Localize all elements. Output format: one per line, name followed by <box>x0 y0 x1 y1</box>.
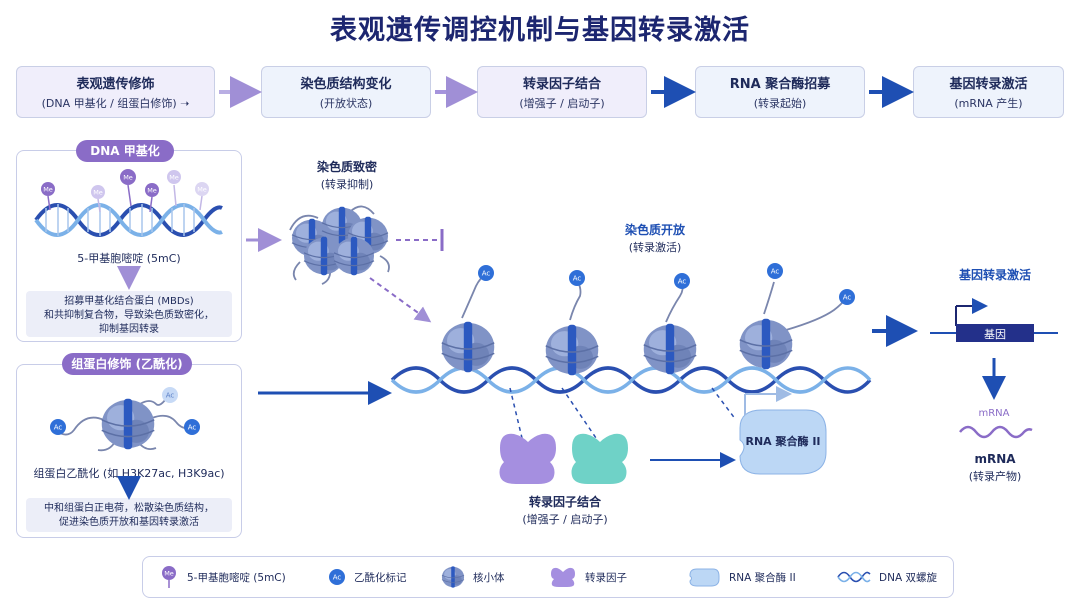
legend-label: DNA 双螺旋 <box>879 571 937 584</box>
dna-helix-icon <box>837 571 871 583</box>
me-icon: Me <box>162 566 176 588</box>
svg-text:Me: Me <box>197 186 207 194</box>
svg-text:Me: Me <box>123 174 133 182</box>
flow-step-subtitle: (mRNA 产生) <box>954 97 1023 110</box>
flow-step-title: 表观遗传修饰 <box>76 77 155 92</box>
mrna-squiggle-label: mRNA <box>978 408 1010 419</box>
open-chromatin-dna <box>390 366 872 394</box>
tf-connectors <box>509 387 737 439</box>
histone-note: 中和组蛋白正电荷，松散染色质结构， 促进染色质开放和基因转录激活 <box>26 498 232 532</box>
ac-marks-open: Ac Ac Ac Ac Ac <box>478 263 855 305</box>
gene-locus <box>930 298 1058 342</box>
flow-step-title: RNA 聚合酶招募 <box>729 77 831 92</box>
condensed-chromatin <box>289 205 390 285</box>
condensed-to-open-arrow <box>369 277 432 323</box>
rna-polymerase-ii <box>739 409 827 475</box>
acetylated-nucleosome <box>57 395 193 452</box>
svg-text:Me: Me <box>93 189 103 197</box>
repression-symbol <box>396 229 444 251</box>
flow-step-title: 转录因子结合 <box>522 77 601 92</box>
note-line: 促进染色质开放和基因转录激活 <box>59 517 199 528</box>
svg-text:Me: Me <box>169 174 179 182</box>
svg-text:Ac: Ac <box>573 275 582 283</box>
legend-item-dna: DNA 双螺旋 <box>837 557 937 597</box>
tf-binding-title: 转录因子结合 <box>528 495 601 509</box>
flow-step-subtitle: (转录起始) <box>753 97 807 110</box>
nucleosome-icon <box>441 566 465 588</box>
legend: Me 5-甲基胞嘧啶 (5mC) Ac 乙酰化标记 核小体 转录因子 RNA 聚… <box>142 556 954 598</box>
legend-label: RNA 聚合酶 II <box>729 571 796 584</box>
flow-step-chromatin-change: 染色质结构变化 (开放状态) <box>261 66 431 118</box>
note-line: 和共抑制复合物，导致染色质致密化， <box>44 310 214 321</box>
svg-text:Me: Me <box>164 570 174 578</box>
svg-text:Ac: Ac <box>333 574 342 582</box>
mrna-subtitle: (转录产物) <box>968 470 1022 483</box>
note-line: 招募甲基化结合蛋白 (MBDs) <box>64 296 194 307</box>
note-line: 中和组蛋白正电荷，松散染色质结构， <box>44 503 214 514</box>
svg-text:Me: Me <box>43 186 53 194</box>
methylation-caption: 5-甲基胞嘧啶 (5mC) <box>77 252 181 265</box>
legend-label: 乙酰化标记 <box>354 571 407 584</box>
flow-step-epigenetic-modification: 表观遗传修饰 (DNA 甲基化 / 组蛋白修饰) ➝ <box>16 66 215 118</box>
gene-activation-title: 基因转录激活 <box>958 268 1031 282</box>
legend-label: 转录因子 <box>585 571 627 584</box>
flow-step-subtitle: (增强子 / 启动子) <box>519 97 605 110</box>
ac-marks-left: Ac Ac Ac <box>50 387 200 435</box>
flow-step-title: 染色质结构变化 <box>300 77 392 92</box>
open-nucleosomes <box>440 273 847 376</box>
methylated-dna-helix <box>34 203 223 237</box>
transcription-factor-icon <box>551 567 575 587</box>
transcription-factor-purple <box>499 433 556 484</box>
gene-label: 基因 <box>984 328 1006 341</box>
legend-item-nucleosome: 核小体 <box>441 557 505 597</box>
flow-step-subtitle: (DNA 甲基化 / 组蛋白修饰) ➝ <box>41 97 190 110</box>
legend-item-polymerase: RNA 聚合酶 II <box>687 557 796 597</box>
svg-text:Ac: Ac <box>166 392 175 400</box>
open-subtitle: (转录激活) <box>628 241 682 254</box>
rna-polymerase-label: RNA 聚合酶 II <box>745 435 821 448</box>
legend-item-ac: Ac 乙酰化标记 <box>328 557 407 597</box>
legend-label: 核小体 <box>473 571 505 584</box>
legend-label: 5-甲基胞嘧啶 (5mC) <box>187 571 286 584</box>
page-title: 表观遗传调控机制与基因转录激活 <box>330 15 750 46</box>
ac-icon: Ac <box>329 569 345 585</box>
flow-step-title: 基因转录激活 <box>949 77 1028 92</box>
histone-caption: 组蛋白乙酰化 (如 H3K27ac, H3K9ac) <box>33 467 225 480</box>
svg-text:Me: Me <box>147 187 157 195</box>
mrna-title: mRNA <box>974 452 1016 466</box>
legend-item-tf: 转录因子 <box>549 557 627 597</box>
svg-text:Ac: Ac <box>188 424 197 432</box>
flow-step-tf-binding: 转录因子结合 (增强子 / 启动子) <box>477 66 647 118</box>
svg-text:Ac: Ac <box>771 268 780 276</box>
transcription-factor-teal <box>571 433 628 484</box>
condensed-subtitle: (转录抑制) <box>320 178 374 191</box>
legend-item-me: Me 5-甲基胞嘧啶 (5mC) <box>159 557 286 597</box>
methylation-note: 招募甲基化结合蛋白 (MBDs) 和共抑制复合物，导致染色质致密化， 抑制基因转… <box>26 291 232 337</box>
note-line: 抑制基因转录 <box>99 324 159 335</box>
flow-step-subtitle: (开放状态) <box>319 97 373 110</box>
condensed-title: 染色质致密 <box>316 160 377 174</box>
me-marks: Me Me Me Me Me Me <box>41 169 209 213</box>
rna-polymerase-icon <box>689 568 720 587</box>
histone-pill: 组蛋白修饰 (乙酰化) <box>62 353 192 375</box>
svg-text:Ac: Ac <box>482 270 491 278</box>
tss-arrow-small <box>744 386 792 415</box>
svg-text:Ac: Ac <box>54 424 63 432</box>
mrna-squiggle <box>959 425 1033 439</box>
svg-text:Ac: Ac <box>678 278 687 286</box>
open-title: 染色质开放 <box>624 223 685 237</box>
methylation-pill: DNA 甲基化 <box>76 140 174 162</box>
flow-step-polymerase-recruitment: RNA 聚合酶招募 (转录起始) <box>695 66 865 118</box>
tf-binding-subtitle: (增强子 / 启动子) <box>522 513 608 526</box>
svg-text:Ac: Ac <box>843 294 852 302</box>
